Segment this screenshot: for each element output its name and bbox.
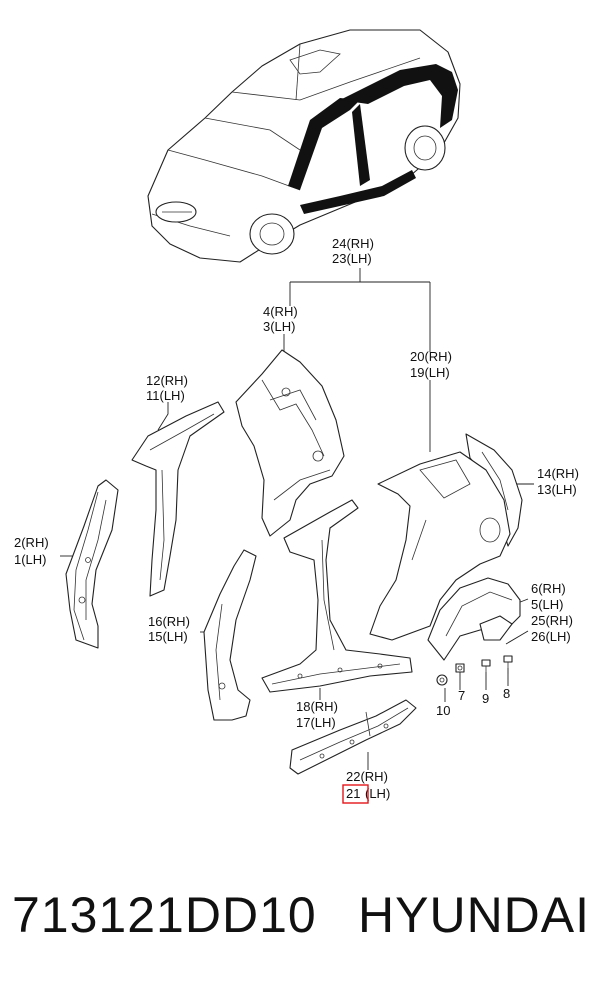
part-15-16-front-pillar [203,549,257,721]
callout-18: 18(RH) [296,699,338,714]
part-19-20-quarter-panel [369,451,511,641]
part-1-2-front-pillar [65,479,119,649]
callout-17: 17(LH) [296,715,336,730]
callout-11: 11(LH) [146,388,185,403]
callout-12: 12(RH) [146,373,188,388]
callout-21-side: (LH) [365,786,390,801]
callout-5: 5(LH) [531,597,564,612]
callout-1: 1(LH) [14,552,47,567]
fastener-9-bolt [481,659,491,680]
part-11-12-pillar [131,401,225,597]
callout-15: 15(LH) [148,629,188,644]
fastener-10-nut [436,674,448,686]
callout-2: 2(RH) [14,535,49,550]
highlight-box-21 [342,784,369,804]
callout-10: 10 [436,703,450,718]
brand-name: HYUNDAI [358,887,591,943]
callout-4: 4(RH) [263,304,298,319]
part-3-4-inner-panel [235,349,345,537]
callout-6: 6(RH) [531,581,566,596]
callout-25: 25(RH) [531,613,573,628]
fasteners [436,655,513,686]
callout-22: 22(RH) [346,769,388,784]
part-5-6-wheel-guard [427,577,521,661]
callout-26: 26(LH) [531,629,571,644]
callout-16: 16(RH) [148,614,190,629]
callout-13: 13(LH) [537,482,577,497]
fastener-7-clip [455,663,465,673]
part-21-22-side-sill [289,699,417,775]
callout-7: 7 [458,688,465,703]
callout-20: 20(RH) [410,349,452,364]
fastener-8-screw [503,655,513,674]
callout-21-number: 21 [346,786,360,801]
parts-diagram: 24(RH) 23(LH) 4(RH) 3(LH) 20(RH) 19(LH) … [14,29,579,804]
car-illustration [147,29,461,263]
callout-23: 23(LH) [332,251,372,266]
callout-labels: 24(RH) 23(LH) 4(RH) 3(LH) 20(RH) 19(LH) … [14,236,579,804]
callout-19: 19(LH) [410,365,450,380]
callout-3: 3(LH) [263,319,296,334]
part-17-18-side-outer [261,499,413,693]
part-number: 713121DD10 [12,887,317,943]
callout-24: 24(RH) [332,236,374,251]
part-footer: 713121DD10 HYUNDAI [0,868,600,968]
callout-9: 9 [482,691,489,706]
callout-8: 8 [503,686,510,701]
callout-14: 14(RH) [537,466,579,481]
